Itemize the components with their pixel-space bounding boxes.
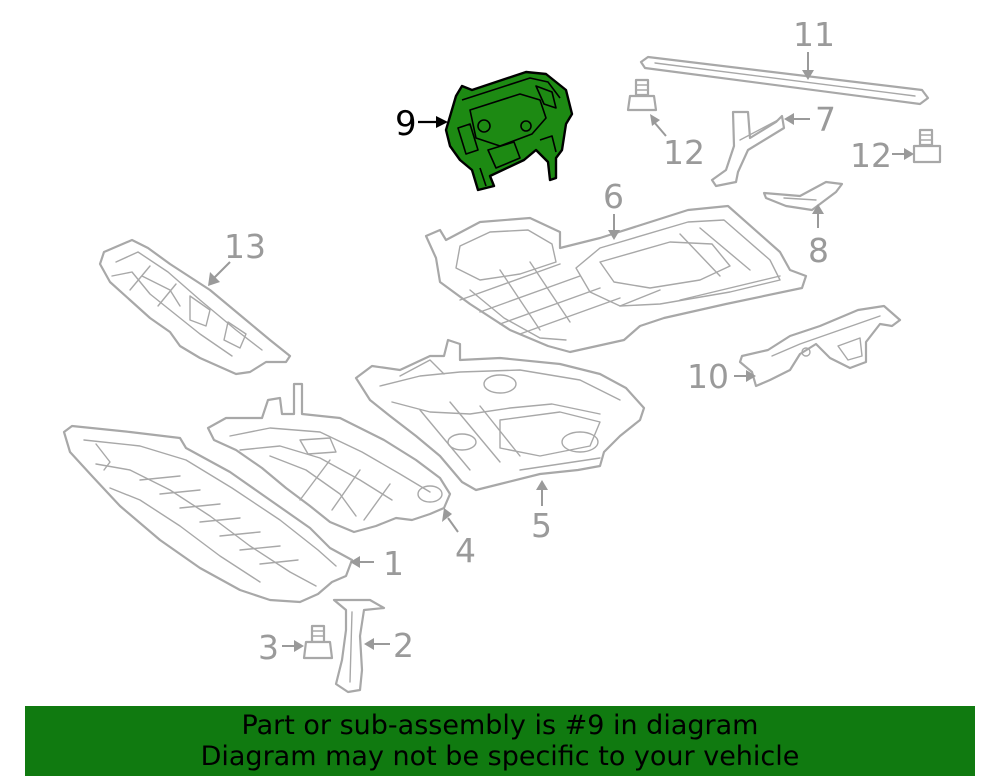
banner-line-1: Part or sub-assembly is #9 in diagram xyxy=(241,710,759,741)
part-3-bolt xyxy=(302,624,334,660)
callout-13: 13 xyxy=(224,227,266,266)
banner-line-2: Diagram may not be specific to your vehi… xyxy=(200,741,800,772)
info-banner: Part or sub-assembly is #9 in diagram Di… xyxy=(25,706,975,776)
part-11-strut-bar xyxy=(639,55,930,106)
callout-7: 7 xyxy=(815,100,836,139)
part-8-bracket xyxy=(762,180,844,212)
callout-4: 4 xyxy=(455,531,476,570)
callout-12-left: 12 xyxy=(663,133,705,172)
callout-5: 5 xyxy=(531,506,552,545)
callout-3: 3 xyxy=(258,628,279,667)
callout-2: 2 xyxy=(393,626,414,665)
part-5-underbody-panel xyxy=(354,338,646,492)
part-13-side-panel xyxy=(98,238,292,376)
leader-lines xyxy=(208,52,914,652)
part-2-bracket xyxy=(332,598,386,694)
part-7-bracket xyxy=(710,110,786,188)
callout-11: 11 xyxy=(793,15,835,54)
part-12-bolt-right xyxy=(912,128,942,164)
callout-1: 1 xyxy=(383,544,404,583)
part-12-bolt-left xyxy=(626,78,658,112)
callout-10: 10 xyxy=(687,357,729,396)
callout-8: 8 xyxy=(808,231,829,270)
part-9-highlighted xyxy=(444,70,574,192)
part-4-underbody-panel xyxy=(206,382,452,534)
callout-12-right: 12 xyxy=(850,136,892,175)
callout-labels: 11 7 12 12 8 6 13 10 5 4 1 2 3 9 xyxy=(224,15,892,667)
part-10-bracket xyxy=(738,304,902,388)
callout-9-highlighted: 9 xyxy=(395,104,417,144)
part-1-front-underbody-panel xyxy=(62,424,354,604)
callout-6: 6 xyxy=(603,177,624,216)
part-6-underbody-panel xyxy=(424,204,808,354)
